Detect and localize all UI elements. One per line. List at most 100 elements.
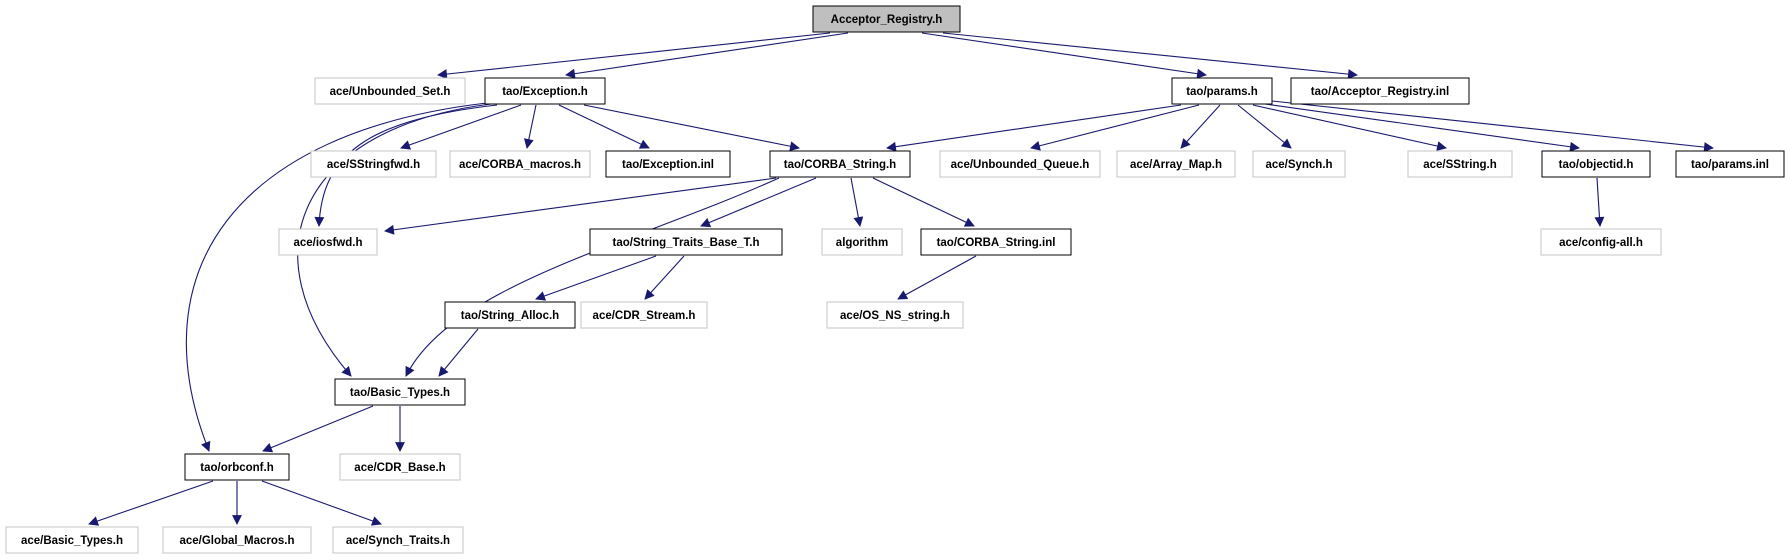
node-label-string_traits: tao/String_Traits_Base_T.h (613, 237, 760, 249)
edge-root-exception (565, 32, 849, 79)
edge-corba_string-basic_types (405, 177, 780, 377)
node-box-objectid[interactable] (1541, 150, 1651, 178)
node-exception[interactable]: tao/Exception.h (484, 77, 606, 105)
edge-params-unbounded_queue (1030, 104, 1200, 151)
edge-params-array_map (1180, 104, 1221, 149)
node-corba_string_inl[interactable]: tao/CORBA_String.inl (920, 228, 1072, 256)
edge-corba_string-corba_string_inl (872, 177, 975, 227)
node-label-params_inl: tao/params.inl (1691, 159, 1769, 171)
node-acc_reg_inl[interactable]: tao/Acceptor_Registry.inl (1290, 77, 1470, 105)
node-label-string_alloc: tao/String_Alloc.h (461, 310, 559, 322)
node-box-exception_inl[interactable] (605, 150, 731, 178)
node-config_all: ace/config-all.h (1540, 228, 1662, 256)
node-objectid[interactable]: tao/objectid.h (1541, 150, 1651, 178)
node-corba_macros: ace/CORBA_macros.h (449, 150, 591, 178)
node-label-cdr_base: ace/CDR_Base.h (354, 462, 445, 474)
node-box-string_traits[interactable] (589, 228, 783, 256)
node-string_alloc[interactable]: tao/String_Alloc.h (444, 301, 576, 329)
edge-string_alloc-basic_types (438, 328, 479, 377)
node-label-objectid: tao/objectid.h (1559, 159, 1634, 171)
node-box-corba_string[interactable] (769, 150, 911, 178)
node-label-ace_basic_types: ace/Basic_Types.h (21, 535, 123, 547)
edge-exception-orbconf (185, 102, 488, 452)
node-array_map: ace/Array_Map.h (1116, 150, 1236, 178)
edge-params-sstring (1252, 104, 1447, 151)
node-box-algorithm (821, 228, 903, 256)
edge-exception-exception_inl (558, 104, 650, 149)
node-basic_types[interactable]: tao/Basic_Types.h (334, 378, 466, 406)
node-label-global_macros: ace/Global_Macros.h (179, 535, 294, 547)
node-box-exception[interactable] (484, 77, 606, 105)
node-box-sstringfwd (310, 150, 437, 178)
node-unbounded_set: ace/Unbounded_Set.h (314, 77, 466, 105)
node-box-acc_reg_inl[interactable] (1290, 77, 1470, 105)
node-label-exception_inl: tao/Exception.inl (622, 159, 714, 171)
node-algorithm: algorithm (821, 228, 903, 256)
node-box-synch_traits (332, 526, 464, 554)
node-synch: ace/Synch.h (1252, 150, 1346, 178)
edge-orbconf-ace_basic_types (88, 480, 214, 526)
node-params_inl[interactable]: tao/params.inl (1675, 150, 1785, 178)
node-label-corba_macros: ace/CORBA_macros.h (459, 159, 581, 171)
edge-root-params (921, 32, 1207, 79)
edge-orbconf-synch_traits (261, 480, 382, 526)
node-label-corba_string: tao/CORBA_String.h (784, 159, 896, 171)
node-cdr_base: ace/CDR_Base.h (339, 453, 461, 481)
node-label-iosfwd: ace/iosfwd.h (293, 237, 362, 249)
node-label-synch: ace/Synch.h (1265, 159, 1332, 171)
node-label-corba_string_inl: tao/CORBA_String.inl (937, 237, 1056, 249)
node-label-algorithm: algorithm (836, 237, 888, 249)
node-label-array_map: ace/Array_Map.h (1130, 159, 1222, 171)
edge-root-acc_reg_inl (942, 32, 1358, 80)
node-box-orbconf[interactable] (184, 453, 290, 481)
edge-params-synch (1237, 104, 1292, 149)
node-box-root (812, 5, 961, 33)
node-label-sstring: ace/SString.h (1423, 159, 1497, 171)
node-box-cdr_stream (580, 301, 708, 329)
node-cdr_stream: ace/CDR_Stream.h (580, 301, 708, 329)
edge-exception-iosfwd (314, 104, 498, 227)
node-box-string_alloc[interactable] (444, 301, 576, 329)
node-os_ns_string: ace/OS_NS_string.h (826, 301, 964, 329)
node-corba_string[interactable]: tao/CORBA_String.h (769, 150, 911, 178)
node-box-sstring (1407, 150, 1513, 178)
node-label-params: tao/params.h (1186, 86, 1258, 98)
node-params[interactable]: tao/params.h (1171, 77, 1273, 105)
node-label-unbounded_set: ace/Unbounded_Set.h (330, 86, 451, 98)
node-box-synch (1252, 150, 1346, 178)
node-string_traits[interactable]: tao/String_Traits_Base_T.h (589, 228, 783, 256)
node-iosfwd: ace/iosfwd.h (278, 228, 378, 256)
node-orbconf[interactable]: tao/orbconf.h (184, 453, 290, 481)
node-sstring: ace/SString.h (1407, 150, 1513, 178)
node-box-config_all (1540, 228, 1662, 256)
node-box-params_inl[interactable] (1675, 150, 1785, 178)
node-synch_traits: ace/Synch_Traits.h (332, 526, 464, 554)
node-label-cdr_stream: ace/CDR_Stream.h (593, 310, 696, 322)
edge-corba_string-algorithm (850, 177, 864, 227)
node-box-array_map (1116, 150, 1236, 178)
node-root: Acceptor_Registry.h (812, 5, 961, 33)
node-box-corba_macros (449, 150, 591, 178)
node-exception_inl[interactable]: tao/Exception.inl (605, 150, 731, 178)
node-box-os_ns_string (826, 301, 964, 329)
node-box-unbounded_queue (939, 150, 1101, 178)
edge-basic_types-orbconf (262, 405, 374, 453)
node-box-basic_types[interactable] (334, 378, 466, 406)
node-box-corba_string_inl[interactable] (920, 228, 1072, 256)
edge-exception-corba_string (583, 104, 800, 152)
node-label-basic_types: tao/Basic_Types.h (350, 387, 450, 399)
node-label-os_ns_string: ace/OS_NS_string.h (840, 310, 950, 322)
node-label-exception: tao/Exception.h (502, 86, 588, 98)
node-box-iosfwd (278, 228, 378, 256)
edge-root-unbounded_set (437, 32, 831, 79)
node-global_macros: ace/Global_Macros.h (162, 526, 312, 554)
node-label-orbconf: tao/orbconf.h (200, 462, 273, 474)
edges-layer (88, 32, 1714, 526)
node-box-cdr_base (339, 453, 461, 481)
edge-objectid-config_all (1594, 177, 1605, 227)
node-unbounded_queue: ace/Unbounded_Queue.h (939, 150, 1101, 178)
node-box-params[interactable] (1171, 77, 1273, 105)
